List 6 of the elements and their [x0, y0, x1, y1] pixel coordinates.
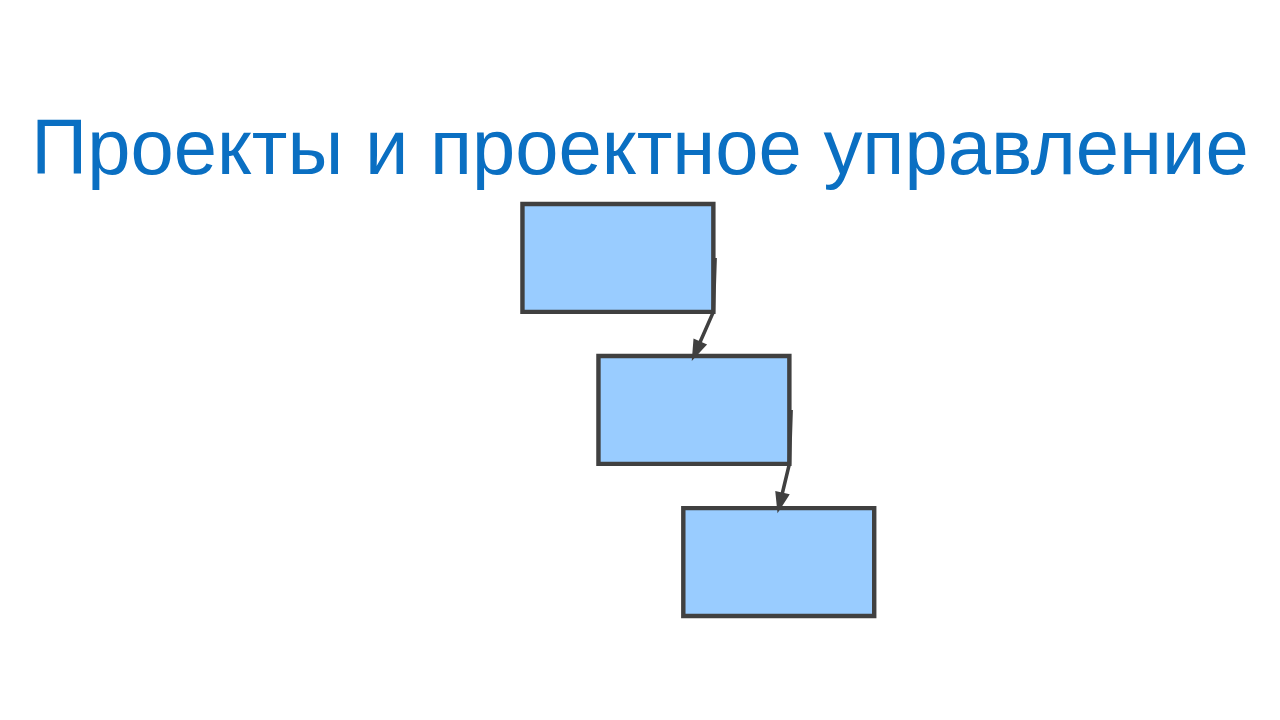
node-box: [681, 505, 877, 618]
diagram-title: Проекты и проектное управление: [31, 103, 1249, 190]
arrow: [775, 409, 793, 513]
node-box: [596, 353, 792, 466]
arrow: [691, 257, 717, 361]
node-box: [520, 201, 716, 314]
